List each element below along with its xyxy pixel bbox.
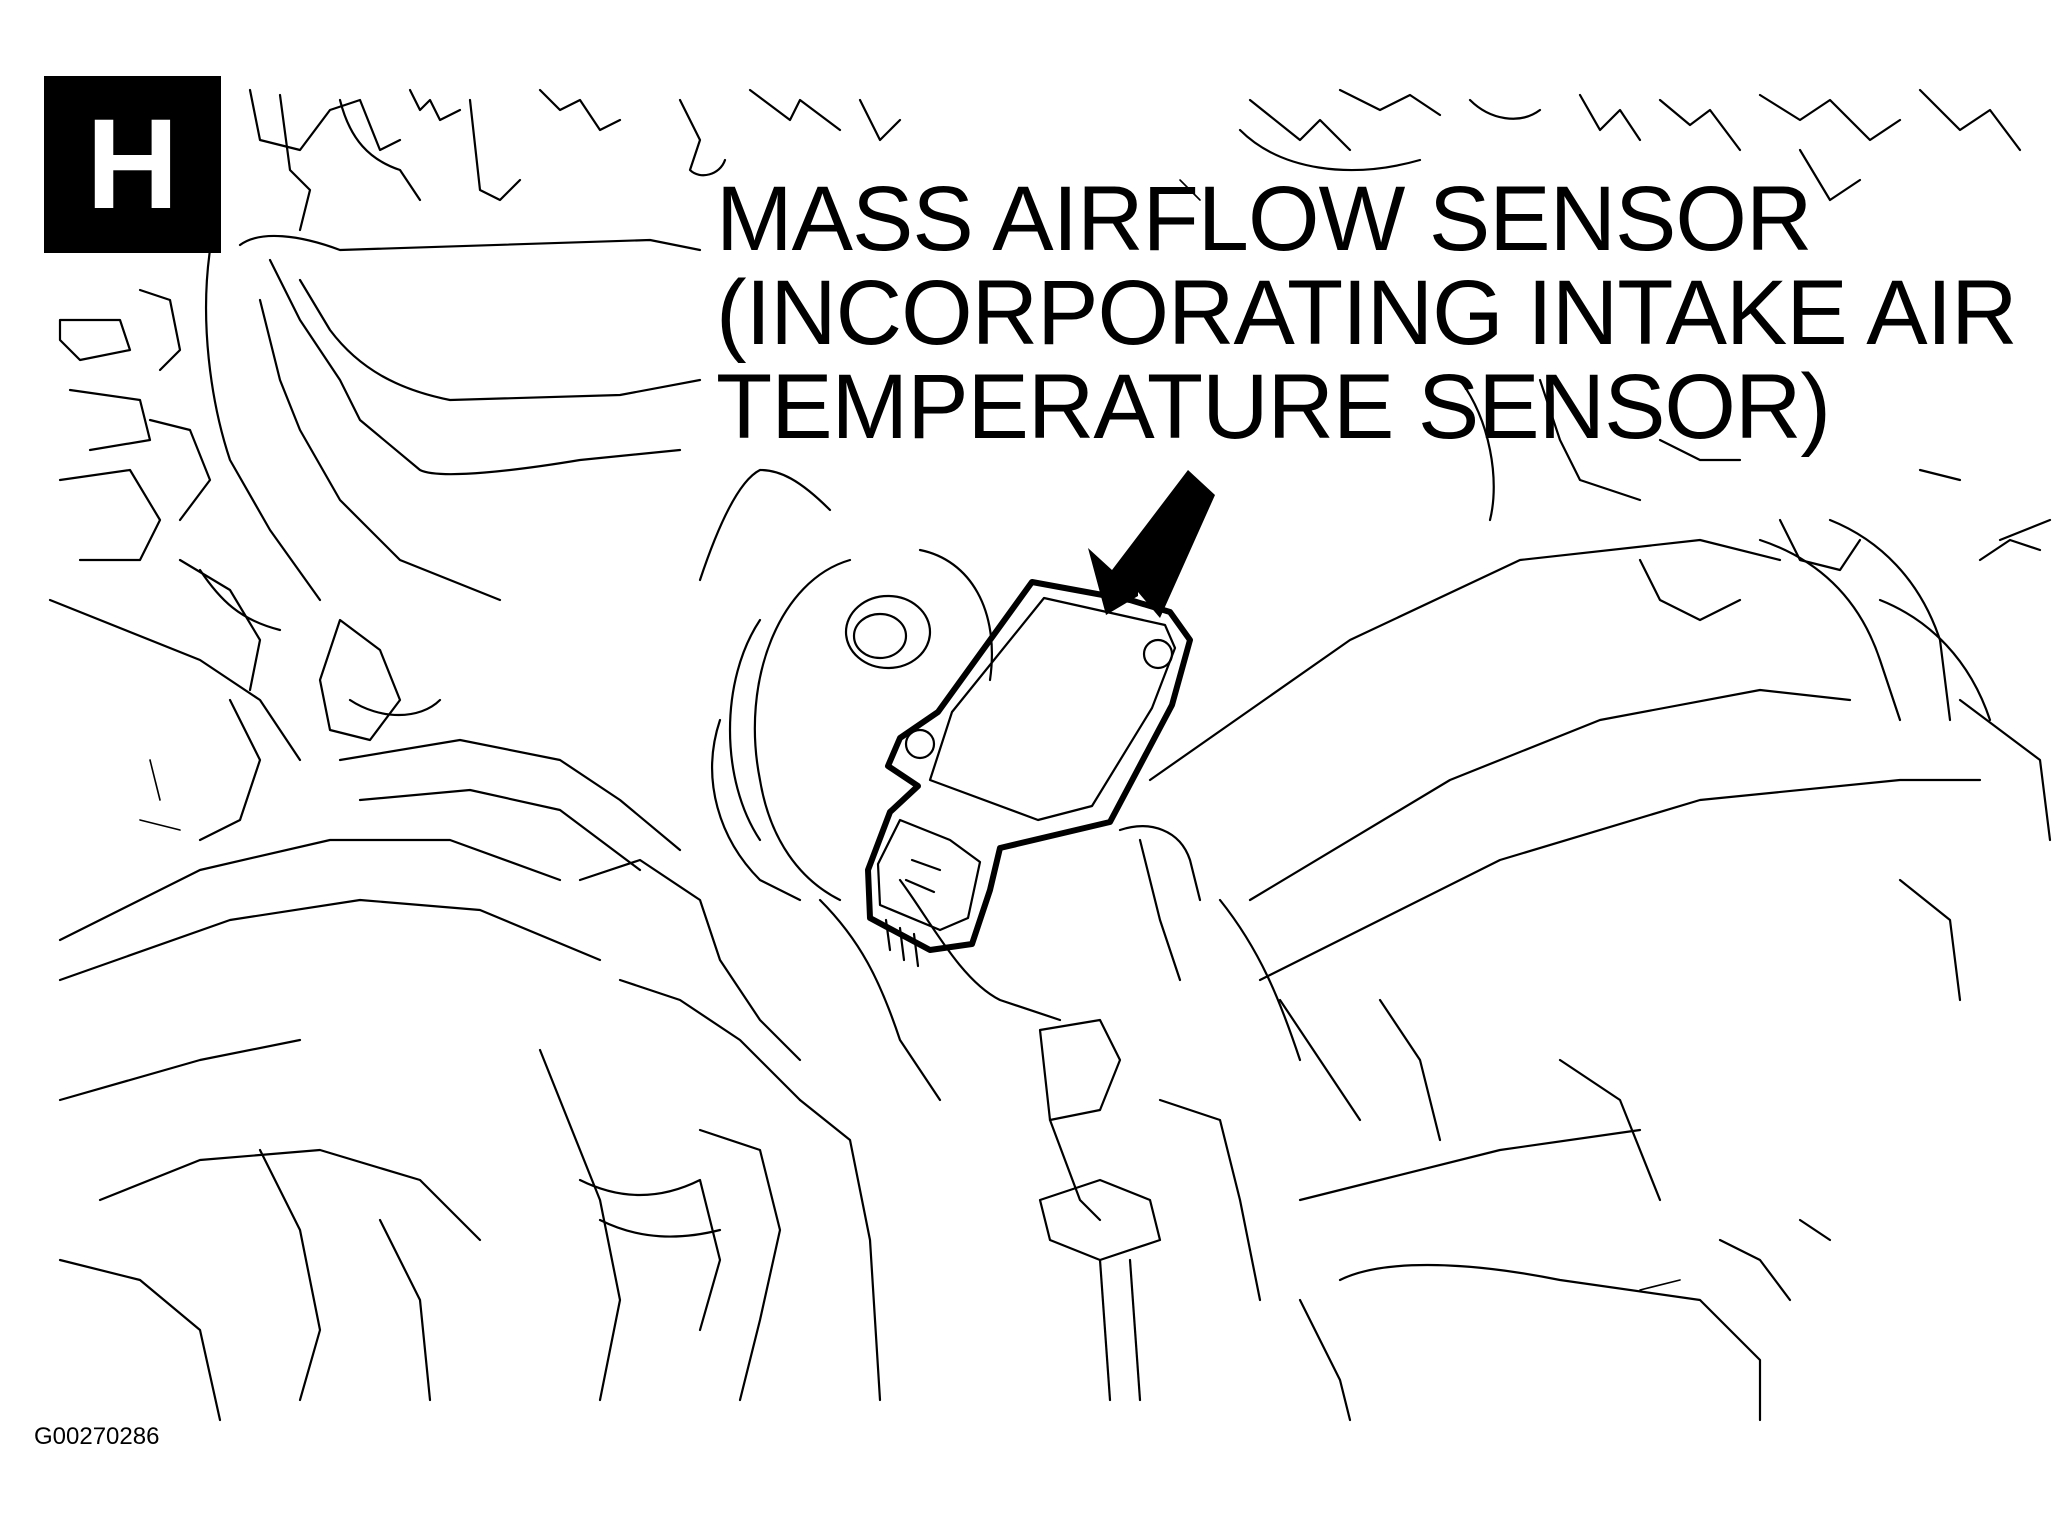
mass-airflow-sensor: [865, 579, 1193, 968]
callout-line-3: TEMPERATURE SENSOR): [716, 356, 1831, 458]
figure-id: G00270286: [34, 1423, 160, 1450]
callout-line-2: (INCORPORATING INTAKE AIR: [716, 262, 2018, 364]
engine-bay-background-lines: [48, 88, 2052, 1422]
sensor-callout-label: MASS AIRFLOW SENSOR (INCORPORATING INTAK…: [716, 172, 2056, 454]
callout-line-1: MASS AIRFLOW SENSOR: [716, 168, 1812, 270]
pointer-arrow: [1088, 470, 1215, 618]
panel-label: H: [44, 76, 221, 253]
